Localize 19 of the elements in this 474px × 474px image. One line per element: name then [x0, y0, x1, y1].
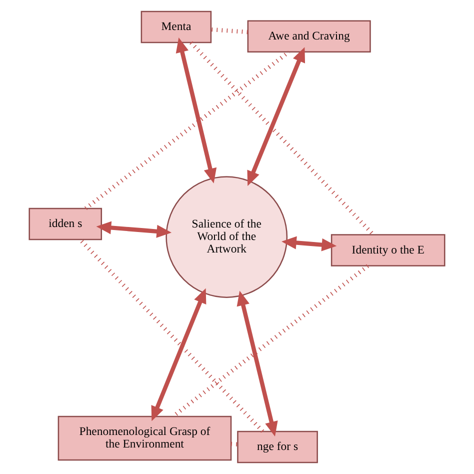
arrow — [247, 47, 306, 186]
connector — [230, 442, 238, 446]
arrow — [176, 38, 217, 184]
connector — [84, 50, 290, 210]
arrow — [236, 290, 278, 436]
connector — [172, 264, 370, 418]
node-box: Identity o the E — [330, 234, 446, 266]
node-box: Menta — [140, 10, 212, 44]
node-box: nge for s — [237, 430, 318, 464]
node-box: idden s — [28, 208, 102, 240]
node-box: Phenomenological Grasp of the Environment — [58, 416, 232, 461]
node-box: Awe and Craving — [247, 20, 371, 52]
arrow — [151, 288, 206, 422]
connector — [190, 41, 375, 236]
arrow — [96, 221, 172, 238]
node-circle: Salience of the World of the Artwork — [166, 176, 288, 298]
connector — [78, 238, 264, 433]
connector — [211, 27, 248, 34]
arrow — [282, 236, 337, 252]
